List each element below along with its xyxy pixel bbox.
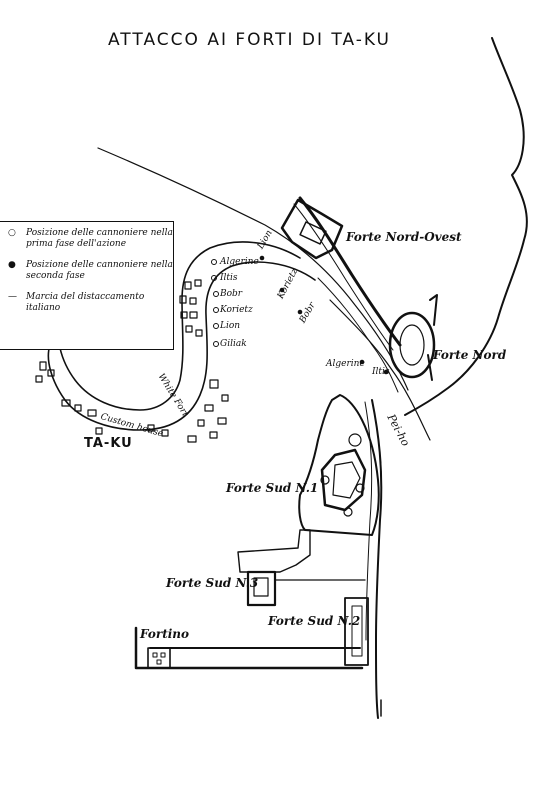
- river-bank-inner: [47, 261, 316, 431]
- road-south: [371, 399, 383, 719]
- fort-sud-3-shape: [237, 529, 366, 607]
- coastline: [404, 37, 528, 416]
- label-forte-nord-ovest: Forte Nord-Ovest: [346, 230, 462, 244]
- label-forte-sud-1: Forte Sud N.1: [226, 481, 319, 495]
- ship-label-second-phase: Algerine: [326, 359, 365, 369]
- river-mouth-bank: [329, 299, 431, 441]
- filled-circle-icon: ●: [8, 260, 16, 270]
- fort-sud-1-shape: [298, 394, 380, 536]
- ship-label-second-phase: Iltis: [372, 367, 390, 377]
- label-fortino: Fortino: [140, 627, 190, 641]
- river-bank-north: [97, 147, 409, 391]
- fortino-shape: [134, 626, 364, 670]
- river-bank-outer: [57, 241, 301, 411]
- ship-label-first-phase: Iltis: [220, 273, 238, 283]
- legend-item-label: Posizione delle cannoniere nella prima f…: [26, 228, 173, 249]
- fort-sud-2-shape: [344, 597, 369, 666]
- town-buildings: [35, 279, 229, 443]
- fort-nord-shape: [388, 294, 438, 381]
- fort-nord-ovest-shape: [280, 198, 344, 260]
- ship-markers-second-phase: [259, 255, 389, 375]
- line-icon: —: [8, 292, 17, 302]
- ship-label-first-phase: Lion: [220, 321, 241, 331]
- legend-box: ○ Posizione delle cannoniere nella prima…: [0, 221, 174, 350]
- ship-label-first-phase: Giliak: [220, 339, 247, 349]
- legend-item-label: Marcia del distaccamento italiano: [26, 292, 145, 313]
- label-forte-sud-3: Forte Sud N.3: [166, 576, 259, 590]
- road-north: [298, 196, 402, 347]
- legend-item-label: Posizione delle cannoniere nella seconda…: [26, 260, 173, 281]
- label-forte-nord: Forte Nord: [433, 348, 507, 362]
- map-title: ATTACCO AI FORTI DI TA-KU: [108, 30, 391, 50]
- label-forte-sud-2: Forte Sud N.2: [268, 614, 361, 628]
- ship-markers-first-phase: [211, 259, 219, 347]
- ship-label-first-phase: Bobr: [220, 289, 243, 299]
- ship-label-first-phase: Korietz: [220, 305, 253, 315]
- label-town-taku: TA-KU: [84, 436, 133, 451]
- ship-label-first-phase: Algerine: [220, 257, 259, 267]
- hollow-circle-icon: ○: [8, 228, 16, 238]
